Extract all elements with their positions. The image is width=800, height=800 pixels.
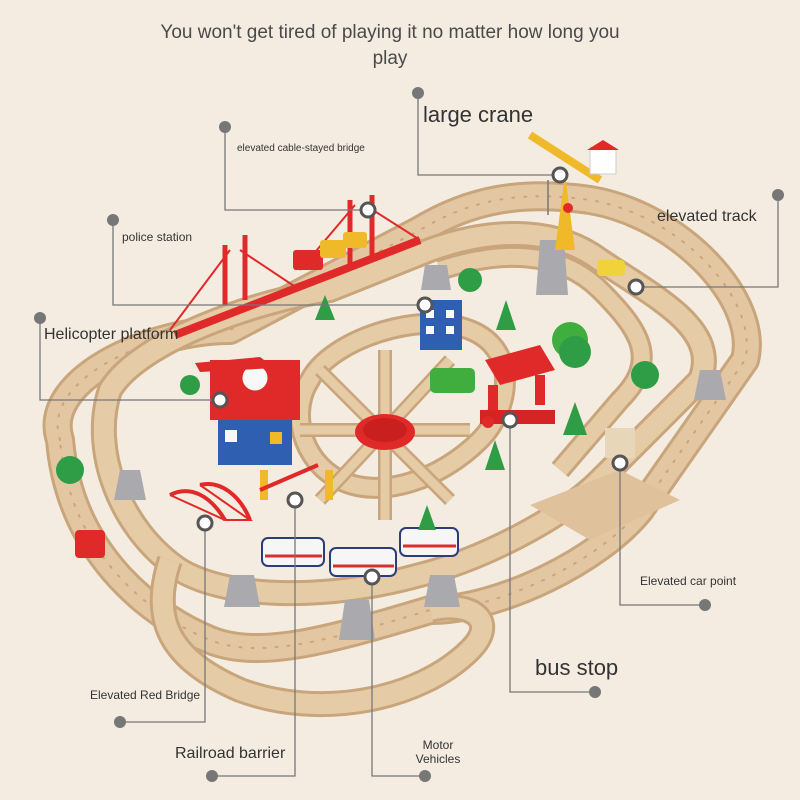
callout-markers [196, 166, 645, 586]
label-helicopter-platform: Helicopter platform [44, 326, 179, 343]
freight-train [293, 232, 367, 270]
red-car [75, 530, 105, 558]
red-bridge [169, 482, 254, 522]
green-bus [430, 368, 475, 393]
headline: You won't get tired of playing it no mat… [160, 22, 620, 69]
crane [527, 131, 619, 250]
cable-stayed-bridge [169, 195, 422, 339]
outer-track [42, 181, 762, 663]
trees [56, 268, 659, 530]
leader-lines [39, 93, 779, 777]
label-motor-vehicles: Motor Vehicles [415, 738, 461, 766]
label-bus-stop: bus stop [535, 655, 619, 680]
label-police-station: police station [122, 230, 193, 244]
elevated-car-point-model [530, 428, 680, 540]
label-elevated-car-point: Elevated car point [640, 574, 737, 588]
label-large-crane: large crane [423, 102, 534, 127]
helicopter-platform-building [195, 357, 300, 465]
track-supports [114, 240, 726, 640]
label-elevated-track: elevated track [657, 208, 757, 225]
label-cable-bridge: elevated cable-stayed bridge [237, 143, 365, 154]
label-railroad-barrier: Railroad barrier [175, 745, 286, 762]
lower-track [149, 555, 496, 718]
leader-end-dots [34, 87, 784, 782]
label-red-bridge: Elevated Red Bridge [90, 688, 201, 702]
railroad-barrier-model [259, 463, 333, 500]
passenger-train [261, 527, 459, 577]
yellow-car [597, 260, 625, 276]
